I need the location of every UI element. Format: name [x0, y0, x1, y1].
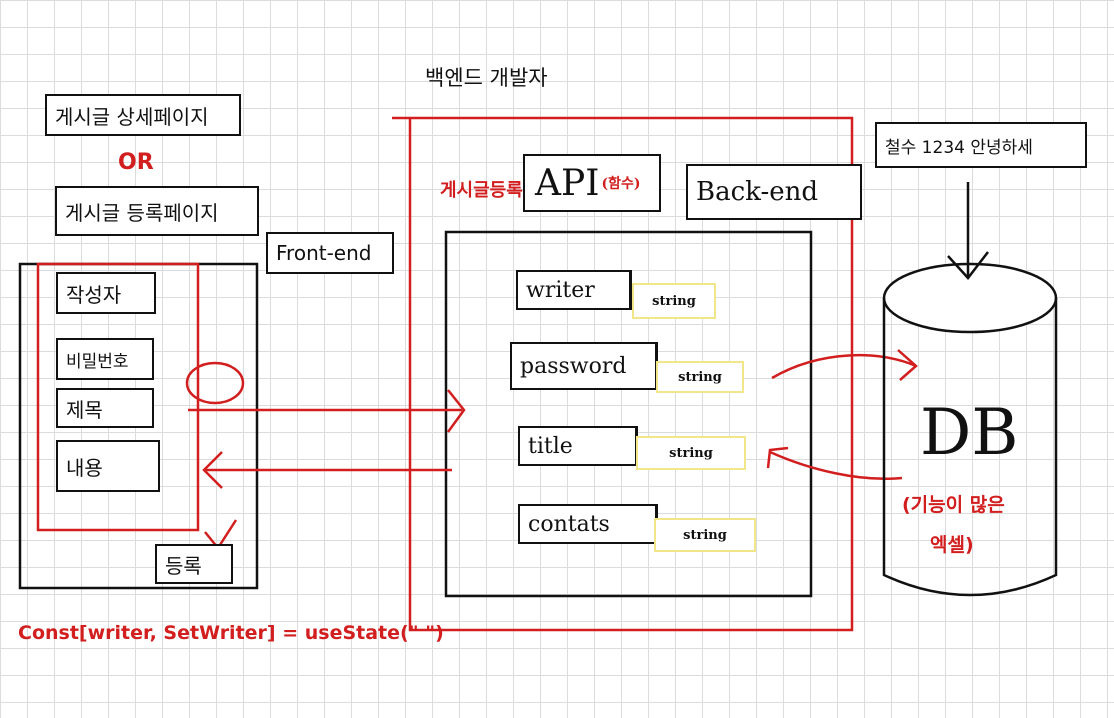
api-box: API (함수) [523, 154, 661, 212]
to-db-arrowhead-icon [897, 349, 918, 381]
writer-input[interactable]: 작성자 [56, 272, 156, 314]
page-detail-label: 게시글 상세페이지 [55, 104, 209, 129]
api-field-password-type: string [656, 361, 744, 393]
page-register-label: 게시글 등록페이지 [65, 200, 219, 225]
backend-label-box: Back-end [686, 164, 862, 220]
page-register-box: 게시글 등록페이지 [55, 186, 259, 236]
db-input-arrowhead-icon [947, 251, 989, 280]
from-db-arrowhead-icon [766, 446, 789, 469]
api-label: API [535, 162, 600, 204]
submit-button[interactable]: 등록 [155, 544, 233, 584]
content-input-label: 내용 [66, 455, 103, 480]
title-input-label: 제목 [66, 397, 103, 422]
response-arrowhead-icon [202, 451, 223, 489]
frontend-inputs-red-box [36, 262, 200, 532]
submit-button-label: 등록 [165, 553, 202, 578]
db-note-line2: 엑셀) [930, 534, 974, 556]
page-detail-box: 게시글 상세페이지 [45, 94, 241, 136]
request-arrowhead-icon [446, 389, 466, 433]
db-label: DB [920, 396, 1019, 470]
register-label: 게시글등록 [440, 180, 523, 201]
api-field-writer: writer [516, 270, 632, 310]
db-cylinder-body [882, 298, 1058, 597]
api-field-title-name: title [528, 433, 573, 459]
frontend-label: Front-end [276, 241, 372, 265]
password-input[interactable]: 비밀번호 [56, 338, 154, 380]
api-field-contats-type: string [654, 518, 756, 552]
writer-input-label: 작성자 [66, 282, 122, 307]
api-field-title: title [518, 426, 638, 466]
api-field-writer-type: string [632, 283, 716, 319]
from-db-arrow [769, 450, 903, 480]
backend-label: Back-end [696, 177, 819, 207]
api-field-contats: contats [518, 504, 658, 544]
backend-red-box [392, 116, 854, 632]
api-field-writer-name: writer [526, 277, 595, 303]
password-input-label: 비밀번호 [66, 351, 129, 372]
usestate-code: Const[writer, SetWriter] = useState(" ") [18, 622, 444, 644]
api-field-password-name: password [520, 353, 627, 379]
content-input[interactable]: 내용 [56, 440, 160, 492]
api-field-contats-name: contats [528, 511, 610, 537]
api-note: (함수) [601, 176, 641, 192]
db-input-label: 철수 1234 안녕하세 [885, 137, 1033, 158]
red-ellipse-mark [185, 361, 245, 405]
or-label: OR [118, 150, 154, 175]
to-db-arrow [771, 354, 917, 380]
db-note-line1: (기능이 많은 [902, 494, 1005, 516]
backend-header: 백엔드 개발자 [425, 66, 548, 90]
backend-api-box [444, 230, 813, 598]
frontend-label-box: Front-end [266, 232, 394, 274]
api-field-password: password [510, 342, 658, 390]
db-input-box: 철수 1234 안녕하세 [875, 122, 1087, 168]
title-input[interactable]: 제목 [56, 388, 154, 428]
api-field-title-type: string [636, 436, 746, 470]
